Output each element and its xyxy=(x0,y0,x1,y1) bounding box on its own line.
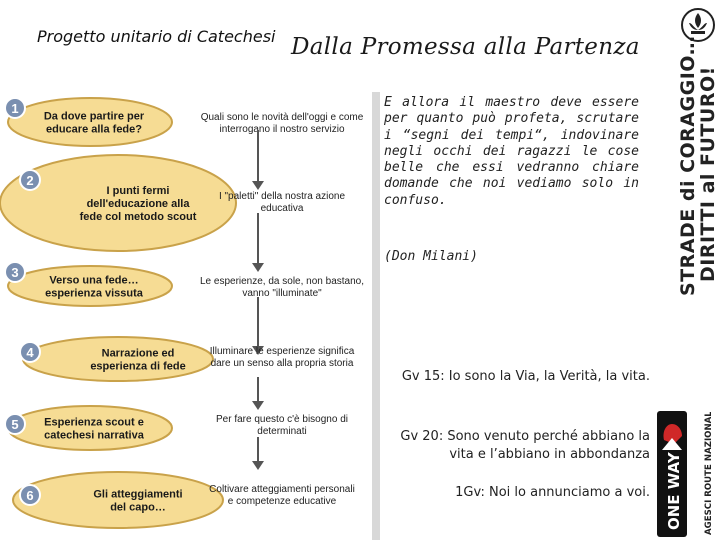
route-event-label: AGESCI ROUTE NAZIONALE 2014 xyxy=(700,378,714,537)
arrow-head-icon xyxy=(252,461,264,470)
step-number: 1 xyxy=(11,101,18,116)
step-label: Esperienza scout e xyxy=(44,417,144,429)
arrow-head-icon xyxy=(252,401,264,410)
step-note: Le esperienze, da sole, non bastano, xyxy=(200,276,364,287)
one-way-label: ONE WAY xyxy=(665,451,683,530)
step-number-badge xyxy=(4,413,26,435)
quote-author: (Don Milani) xyxy=(384,249,478,264)
step-note: Quali sono le novità dell'oggi e come xyxy=(201,112,364,123)
arrow-head-icon xyxy=(252,346,264,355)
arrow-head-icon xyxy=(252,181,264,190)
step-note: dare un senso alla propria storia xyxy=(211,358,354,369)
divider-strip xyxy=(372,92,380,540)
header-project-title: Progetto unitario di Catechesi xyxy=(37,27,276,46)
step-label: esperienza vissuta xyxy=(45,288,144,300)
step-note: educativa xyxy=(261,203,304,214)
step-number-badge xyxy=(19,169,41,191)
step-number: 5 xyxy=(11,417,18,432)
step-ellipse xyxy=(7,265,173,307)
step-number-badge xyxy=(19,484,41,506)
step-label: catechesi narrativa xyxy=(44,430,145,442)
step-number: 3 xyxy=(11,265,18,280)
one-way-sign: ONE WAY xyxy=(656,410,688,538)
step-note: Illuminare le esperienze significa xyxy=(210,346,355,357)
step-number-badge xyxy=(4,261,26,283)
step-note: Per fare questo c'è bisogno di xyxy=(216,414,348,425)
step-ellipse xyxy=(7,97,173,147)
arrow-head-icon xyxy=(252,263,264,272)
step-note: Coltivare atteggiamenti personali xyxy=(209,484,355,495)
step-number: 6 xyxy=(26,488,33,503)
step-number: 4 xyxy=(26,345,34,360)
step-number: 2 xyxy=(26,173,33,188)
step-note: interrogano il nostro servizio xyxy=(219,124,344,135)
step-number-badge xyxy=(4,97,26,119)
heart-icon xyxy=(663,424,682,444)
step-label: Da dove partire per xyxy=(44,111,145,123)
step-note: vanno "illuminate" xyxy=(242,288,322,299)
step-label: educare alla fede? xyxy=(46,124,142,136)
step-note: e competenze educative xyxy=(228,496,337,507)
step-label: I punti fermi xyxy=(107,185,170,197)
step-label: Gli atteggiamenti xyxy=(93,489,182,501)
quote-text: E allora il maestro deve essere per quan… xyxy=(384,95,639,208)
step-label: dell'educazione alla xyxy=(87,198,191,210)
step-label: Verso una fede… xyxy=(49,275,138,287)
verse-2: Gv 20: Sono venuto perché abbiano la vit… xyxy=(400,429,650,462)
step-label: del capo… xyxy=(110,502,166,514)
step-note: determinati xyxy=(257,426,306,437)
svg-text:AGESCI ROUTE NAZIONALE 2014: AGESCI ROUTE NAZIONALE 2014 xyxy=(704,412,714,535)
step-label: fede col metodo scout xyxy=(80,211,197,223)
brand-line-2: DIRITTI al FUTURO! xyxy=(697,66,718,282)
step-label: esperienza di fede xyxy=(90,361,185,373)
arrow-up-icon xyxy=(662,438,682,450)
scout-lily-icon xyxy=(681,8,715,42)
slide-title: Dalla Promessa alla Partenza xyxy=(291,34,640,60)
step-note: I "paletti" della nostra azione xyxy=(219,191,346,202)
brand-slogan: STRADE di CORAGGIO… DIRITTI al FUTURO! xyxy=(668,4,719,300)
brand-line-1: STRADE di CORAGGIO… xyxy=(677,36,699,296)
step-ellipse xyxy=(12,471,224,529)
verse-1: Gv 15: Io sono la Via, la Verità, la vit… xyxy=(401,369,650,384)
step-label: Narrazione ed xyxy=(102,348,175,360)
step-number-badge xyxy=(19,341,41,363)
verse-3: 1Gv: Noi lo annunciamo a voi. xyxy=(455,485,650,500)
step-ellipse xyxy=(0,154,237,252)
